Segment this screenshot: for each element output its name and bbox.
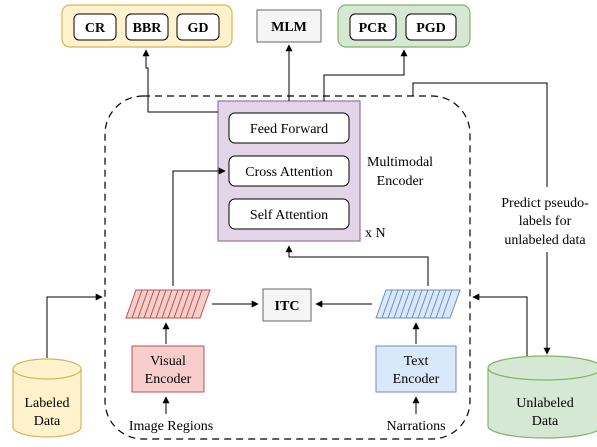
repeat-label: x N <box>365 226 386 241</box>
text-encoder: Text Encoder <box>375 345 457 393</box>
cross-attention-layer: Cross Attention <box>245 165 333 180</box>
text-encoder-line2: Encoder <box>393 372 440 387</box>
pseudo-label-tasks-group: PCR PGD <box>337 4 471 48</box>
feed-forward-layer: Feed Forward <box>250 122 328 137</box>
visual-features-icon <box>125 289 211 319</box>
text-features-icon <box>375 289 461 319</box>
labeled-data-line1: Labeled <box>24 396 69 411</box>
unlabeled-data-line2: Data <box>532 414 559 429</box>
itc-box: ITC <box>262 288 312 322</box>
task-mlm: MLM <box>271 20 307 35</box>
text-encoder-line1: Text <box>404 354 429 369</box>
pretraining-tasks-group: CR BBR GD <box>61 4 233 48</box>
model-boundary <box>104 95 471 440</box>
image-regions-label: Image Regions <box>129 419 213 434</box>
task-bbr: BBR <box>133 21 163 36</box>
task-pcr: PCR <box>359 21 389 36</box>
task-gd: GD <box>188 21 209 36</box>
encoder-label-line1: Multimodal <box>367 155 433 170</box>
visual-encoder: Visual Encoder <box>131 345 205 393</box>
unlabeled-data-line1: Unlabeled <box>516 396 574 411</box>
multimodal-encoder: Feed Forward Cross Attention Self Attent… <box>217 100 361 242</box>
mlm-task-group: MLM <box>256 9 322 43</box>
labeled-data-cylinder: Labeled Data <box>12 358 82 438</box>
pseudo-label-note-line2: labels for <box>519 214 572 229</box>
visual-encoder-line2: Encoder <box>145 372 192 387</box>
labeled-data-line2: Data <box>34 414 61 429</box>
task-cr: CR <box>85 21 106 36</box>
narrations-label: Narrations <box>386 419 445 434</box>
itc-label: ITC <box>275 299 300 314</box>
task-pgd: PGD <box>416 21 446 36</box>
pseudo-label-note-line1: Predict pseudo- <box>501 196 589 211</box>
encoder-label-line2: Encoder <box>377 174 424 189</box>
self-attention-layer: Self Attention <box>250 208 328 223</box>
pseudo-label-note-line3: unlabeled data <box>504 233 586 248</box>
visual-encoder-line1: Visual <box>150 354 186 369</box>
unlabeled-data-cylinder: Unlabeled Data <box>487 355 597 439</box>
